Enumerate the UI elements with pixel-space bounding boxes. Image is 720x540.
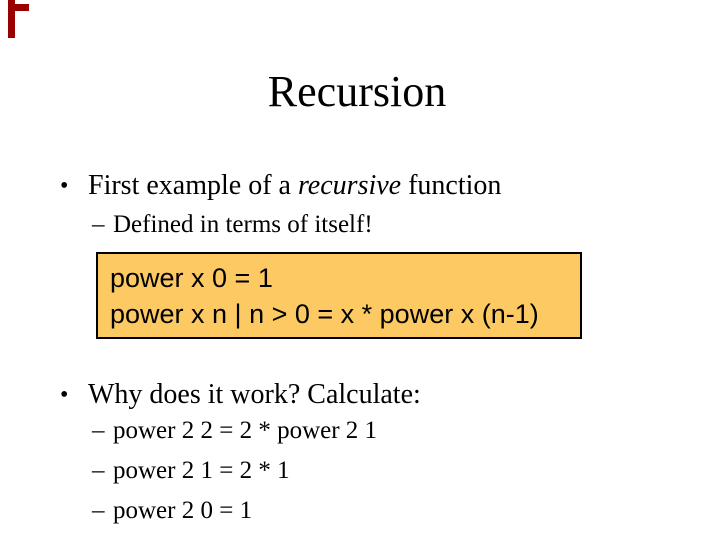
code-line-2: power x n | n > 0 = x * power x (n-1) [110, 299, 539, 329]
bullet-text-before: First example of a [88, 170, 298, 201]
bullet-text-after: function [401, 170, 502, 201]
bullet-icon: • [60, 382, 69, 408]
calc-line-text: power 2 1 = 2 * 1 [113, 457, 290, 484]
calc-line-2: –power 2 1 = 2 * 1 [92, 457, 290, 486]
calc-line-1: –power 2 2 = 2 * power 2 1 [92, 417, 377, 446]
code-line-1: power x 0 = 1 [110, 263, 273, 293]
slide-edge-mark-vertical [8, 0, 15, 38]
slide-title: Recursion [267, 67, 447, 116]
bullet-why-work: • Why does it work? Calculate: [60, 379, 421, 411]
sub-bullet-defined: –Defined in terms of itself! [92, 211, 373, 240]
bullet-icon: • [60, 173, 69, 199]
dash-icon: – [92, 457, 105, 484]
calc-line-text: power 2 0 = 1 [113, 497, 253, 524]
dash-icon: – [92, 211, 105, 238]
dash-icon: – [92, 497, 105, 524]
bullet-text: Why does it work? Calculate: [88, 379, 421, 410]
sub-bullet-text: Defined in terms of itself! [113, 211, 373, 238]
dash-icon: – [92, 417, 105, 444]
calc-line-text: power 2 2 = 2 * power 2 1 [113, 417, 378, 444]
code-box: power x 0 = 1 power x n | n > 0 = x * po… [96, 252, 582, 339]
calc-line-3: –power 2 0 = 1 [92, 497, 252, 526]
bullet-first-example: • First example of a recursive function [60, 170, 501, 202]
slide-edge-mark-horizontal [10, 4, 29, 11]
bullet-text-italic: recursive [297, 170, 402, 201]
